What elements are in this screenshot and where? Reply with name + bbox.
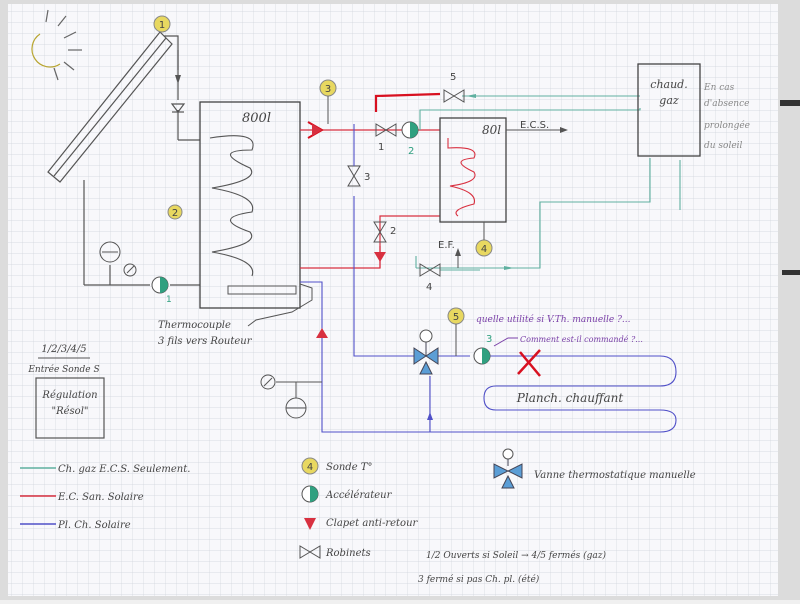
- legend-note-2: 3 fermé si pas Ch. pl. (été): [418, 574, 540, 585]
- flow-arrow: [175, 75, 181, 84]
- legend-check-valve-icon: [304, 518, 316, 530]
- question-thermo-valve: quelle utilité si V.Th. manuelle ?...: [476, 314, 631, 325]
- modified-bypass-pipe: [374, 92, 441, 112]
- question-pump-control: Comment est-il commandé ?...: [520, 335, 643, 344]
- sonde-1-number: 1: [159, 20, 165, 31]
- legend-sonde: Sonde T°: [326, 462, 372, 473]
- legend-pump-icon: [301, 485, 319, 503]
- ecs-tank: 80l E.C.S.: [439, 117, 568, 223]
- sun-icon: [31, 9, 82, 81]
- boiler-note-4: du soleil: [704, 141, 743, 151]
- legend-thermostatic-valve-icon: [493, 448, 523, 489]
- sonde-3: 3: [319, 79, 337, 124]
- check-valve-floor: [316, 328, 328, 338]
- valve-4-number: 4: [426, 282, 432, 293]
- legend-gas: Ch. gaz E.C.S. Seulement.: [58, 464, 190, 475]
- cold-water-label: E.F.: [438, 240, 455, 251]
- valve-4[interactable]: 4: [419, 263, 441, 293]
- gauge-icon: [99, 241, 137, 277]
- thermocouple-label: Thermocouple: [158, 320, 231, 331]
- ecs-out-label: E.C.S.: [520, 120, 549, 131]
- pump-3: 3: [473, 334, 492, 365]
- legend-thermo-valve: Vanne thermostatique manuelle: [534, 470, 696, 481]
- cross-mark-icon: [517, 349, 541, 377]
- sonde-2-number: 2: [172, 208, 178, 219]
- valve-1-number: 1: [378, 142, 384, 153]
- sonde-4-number: 4: [481, 244, 487, 255]
- pump-3-number: 3: [486, 334, 492, 345]
- boiler-note-3: prolongée: [704, 120, 750, 131]
- pump-2-number: 2: [408, 146, 414, 157]
- sonde-5: 5: [447, 307, 465, 356]
- regulation-label: Régulation: [41, 390, 97, 401]
- expansion-vessel-icon: [260, 374, 322, 419]
- pump-2: 2: [401, 121, 419, 157]
- solar-collector: [47, 31, 173, 183]
- main-tank: 800l: [199, 101, 301, 309]
- valve-2[interactable]: 2: [373, 221, 396, 243]
- floor-heating-pipes: [300, 124, 677, 433]
- pump-1-number: 1: [166, 295, 172, 305]
- thermocouple-wires-label: 3 fils vers Routeur: [158, 336, 253, 347]
- svg-text:4: 4: [307, 462, 313, 473]
- regulation-box: Régulation "Résol": [35, 377, 105, 439]
- legend-pump: Accélérateur: [325, 490, 393, 501]
- gas-circuit-pipes: [415, 95, 681, 271]
- main-tank-label: 800l: [242, 111, 271, 126]
- valve-5[interactable]: 5: [443, 72, 465, 103]
- legend-check-valve: Clapet anti-retour: [326, 518, 419, 529]
- sonde-2: 2: [167, 204, 183, 220]
- valve-1[interactable]: 1: [375, 123, 397, 153]
- legend-note-1: 1/2 Ouverts si Soleil → 4/5 fermés (gaz): [426, 550, 607, 561]
- legend-solar-ecs: E.C. San. Solaire: [57, 492, 144, 503]
- regulation-brand: "Résol": [52, 406, 89, 417]
- legend-sonde-icon: [301, 457, 319, 475]
- gas-boiler: chaud. gaz: [637, 63, 701, 157]
- solar-circuit-pipes: [83, 35, 200, 286]
- sonde-3-number: 3: [325, 84, 331, 95]
- boiler-note-2: d'absence: [704, 99, 749, 109]
- regulation-subtitle: Entrée Sonde S: [27, 364, 99, 375]
- valve-5-number: 5: [450, 72, 456, 83]
- boiler-note-1: En cas: [703, 83, 735, 93]
- sonde-4: 4: [475, 222, 493, 257]
- sonde-1: 1: [153, 15, 171, 33]
- legend-floor: Pl. Ch. Solaire: [57, 520, 131, 531]
- boiler-label-2: gaz: [659, 94, 679, 107]
- thermostatic-valve[interactable]: [413, 329, 439, 375]
- legend-valves: Robinets: [325, 548, 371, 559]
- valve-3-number: 3: [364, 172, 370, 183]
- check-valve-ecs-return: [374, 252, 386, 262]
- valve-2-number: 2: [390, 226, 396, 237]
- legend-valve-icon: [299, 545, 321, 559]
- boiler-label-1: chaud.: [650, 78, 687, 91]
- regulation-inputs: 1/2/3/4/5: [41, 344, 86, 355]
- floor-heating-label: Planch. chauffant: [516, 391, 624, 405]
- check-valve-collector: [170, 103, 186, 113]
- ecs-tank-label: 80l: [482, 123, 501, 137]
- pump-1: 1: [151, 276, 172, 305]
- sonde-5-number: 5: [453, 312, 459, 323]
- legend: Ch. gaz E.C.S. Seulement. E.C. San. Sola…: [20, 448, 696, 585]
